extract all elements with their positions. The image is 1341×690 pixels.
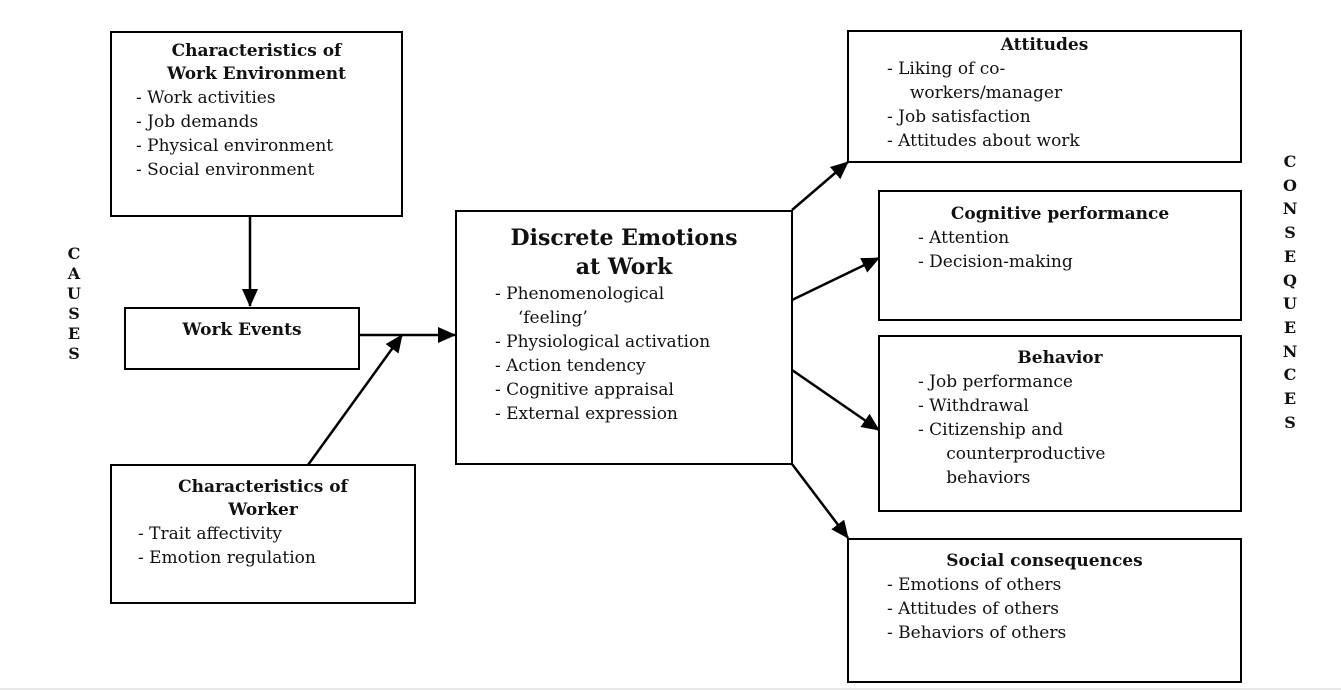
list-item: - Action tendency [495,356,646,376]
box-attitudes: Attitudes - Liking of co- workers/manage… [847,30,1242,163]
item-list: - Job performance - Withdrawal - Citizen… [918,370,1230,490]
list-item: - Job satisfaction [887,107,1031,127]
arrow-emotions-to-behavior [791,368,880,432]
arrow-emotions-to-attitudes [791,161,849,211]
arrow-worker-to-link [306,334,404,466]
box-title: Work Events [182,320,302,340]
consequences-letter: C [1283,365,1297,385]
box-title: Discrete Emotions at Work [465,224,783,282]
list-item: - Attention [918,228,1010,248]
consequences-letter: E [1283,389,1297,409]
list-item: - Attitudes about work [887,131,1080,151]
list-item: - External expression [495,404,678,424]
box-work-events: Work Events [124,307,360,370]
box-title: Behavior [1017,348,1103,368]
box-work-environment: Characteristics of Work Environment - Wo… [110,31,403,217]
list-item: - Job demands [136,112,259,132]
item-list: - Attention - Decision-making [918,226,1230,274]
consequences-letter: O [1283,175,1297,195]
list-item: - Decision-making [918,252,1073,272]
list-item: - Job performance [918,372,1073,392]
list-item: - Social environment [136,160,315,180]
consequences-letter: S [1284,412,1296,432]
list-item: - Work activities [136,88,276,108]
list-item: - Emotion regulation [138,548,316,568]
title-line: Worker [228,500,298,520]
causes-letter: U [67,284,81,303]
list-item: - Phenomenological ‘feeling’ [495,284,665,328]
box-title: Characteristics of Worker [122,476,404,522]
box-worker: Characteristics of Worker - Trait affect… [110,464,416,604]
list-item: - Citizenship and counterproductive beha… [918,420,1106,488]
box-cognitive-performance: Cognitive performance - Attention - Deci… [878,190,1242,321]
box-title: Social consequences [946,551,1143,571]
title-line: Discrete Emotions [510,225,738,251]
box-discrete-emotions: Discrete Emotions at Work - Phenomenolog… [455,210,793,465]
list-item: - Emotions of others [887,575,1062,595]
title-line: Characteristics of [178,477,348,497]
consequences-letter: U [1283,294,1297,314]
box-title: Characteristics of Work Environment [122,40,391,86]
list-item: - Liking of co- workers/manager [887,59,1063,103]
item-list: - Emotions of others - Attitudes of othe… [887,573,1230,645]
arrow-emotions-to-social [791,463,849,539]
list-item: - Physical environment [136,136,334,156]
bottom-divider [0,688,1341,690]
item-list: - Trait affectivity - Emotion regulation [138,522,404,570]
list-item: - Attitudes of others [887,599,1059,619]
item-list: - Liking of co- workers/manager - Job sa… [887,57,1230,153]
box-social-consequences: Social consequences - Emotions of others… [847,538,1242,683]
list-item: - Physiological activation [495,332,711,352]
list-item: - Trait affectivity [138,524,282,544]
list-item: - Behaviors of others [887,623,1067,643]
consequences-letter: C [1283,152,1297,171]
causes-letter: C [67,244,81,263]
causes-letter: S [68,344,80,363]
box-title: Attitudes [1000,35,1089,55]
consequences-letter: E [1283,317,1297,337]
item-list: - Phenomenological ‘feeling’ - Physiolog… [495,282,783,426]
title-line: at Work [575,254,673,280]
box-behavior: Behavior - Job performance - Withdrawal … [878,335,1242,512]
list-item: - Withdrawal [918,396,1029,416]
title-line: Characteristics of [171,41,342,61]
list-item: - Cognitive appraisal [495,380,674,400]
consequences-letter: N [1282,199,1298,219]
box-title: Cognitive performance [950,204,1170,224]
arrow-emotions-to-cognitive [791,256,880,302]
causes-letter: A [67,264,81,283]
consequences-letter: N [1282,341,1298,361]
item-list: - Work activities - Job demands - Physic… [136,86,391,182]
consequences-letter: Q [1283,270,1297,290]
consequences-letter: S [1284,223,1296,243]
title-line: Work Environment [166,64,347,84]
causes-letter: E [67,324,81,343]
consequences-letter: E [1283,246,1297,266]
causes-letter: S [68,304,80,323]
